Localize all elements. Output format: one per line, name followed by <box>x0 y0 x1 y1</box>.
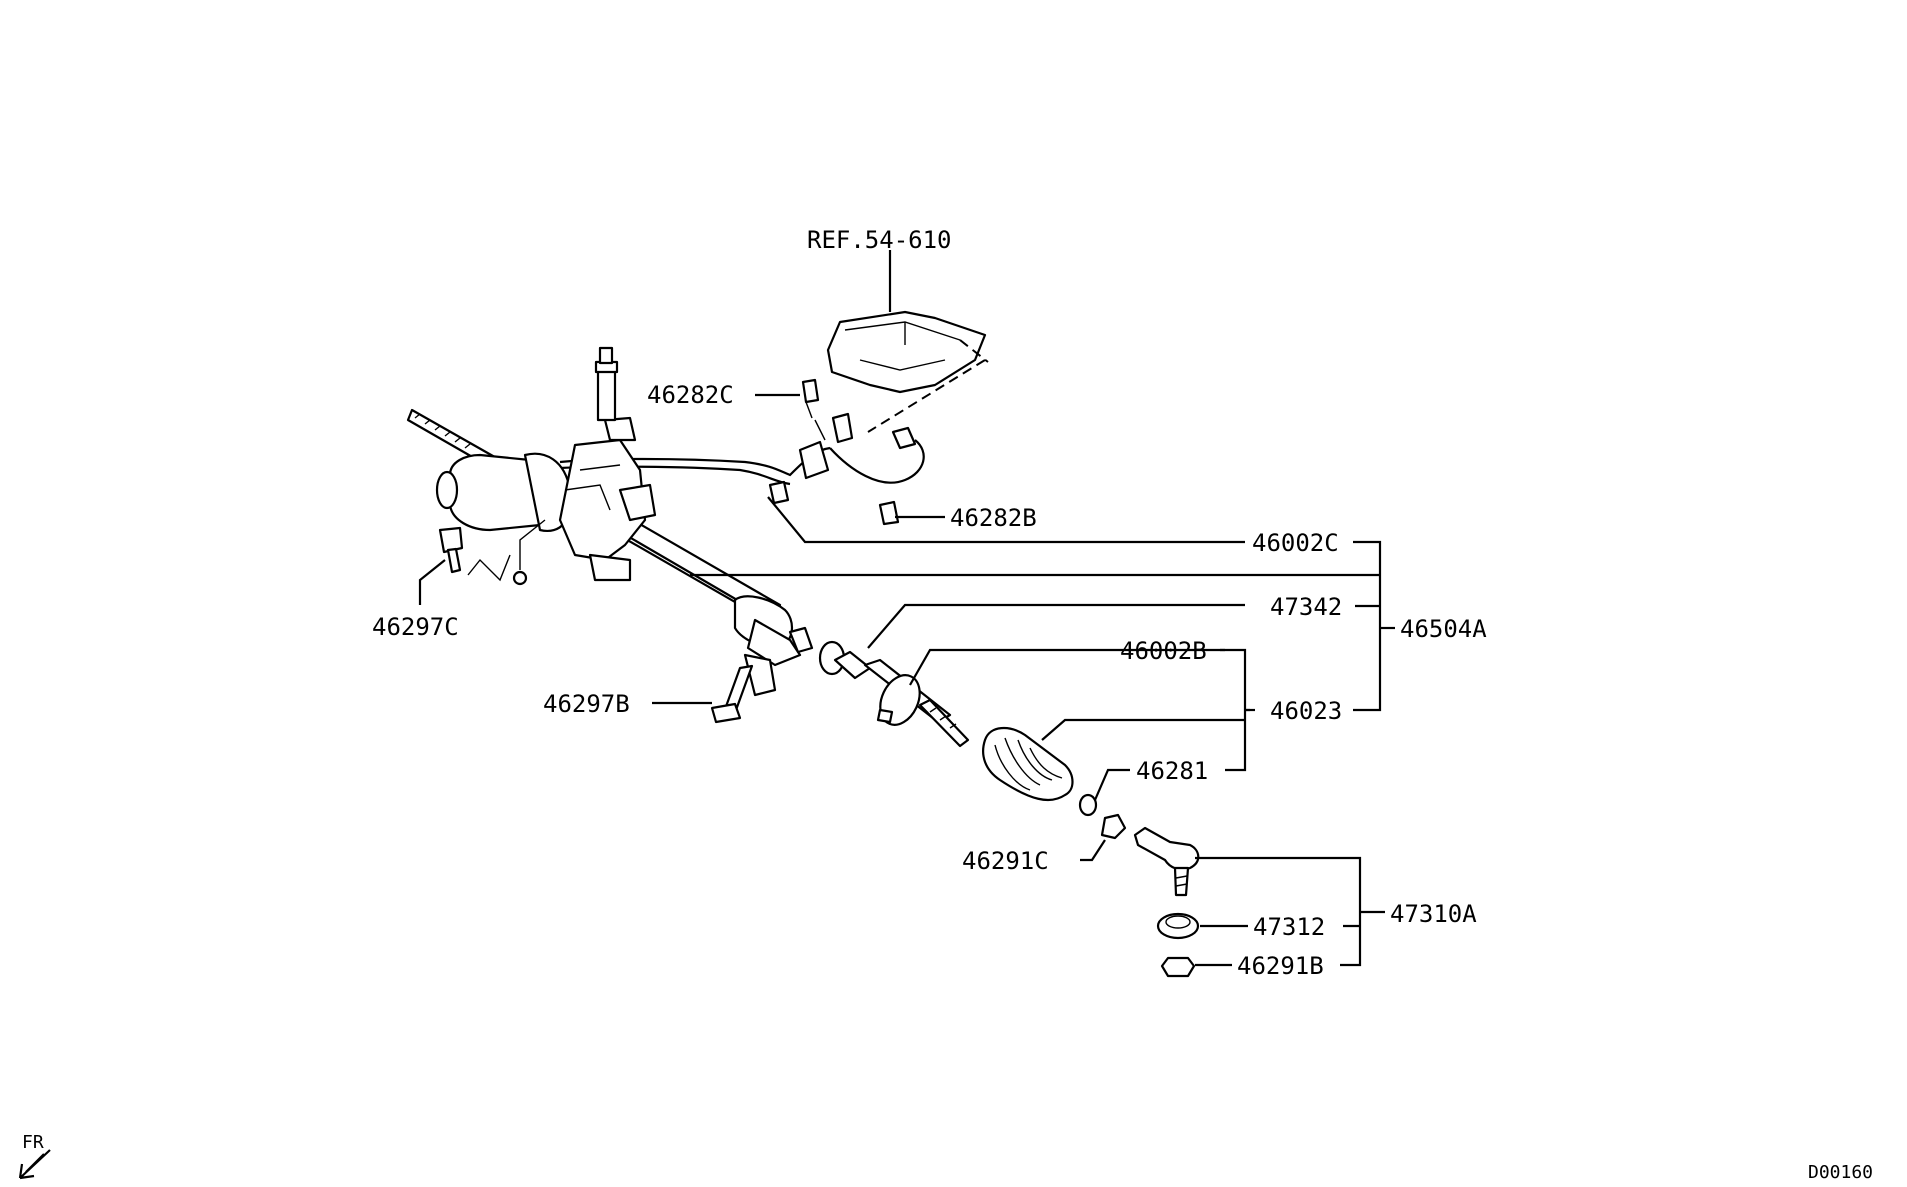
bolt-46297B <box>710 664 754 724</box>
boot-46023 <box>982 727 1074 802</box>
label-ref-54-610: REF.54-610 <box>807 226 952 254</box>
label-46504A: 46504A <box>1400 615 1487 643</box>
label-46297B: 46297B <box>543 690 630 718</box>
label-46282C: 46282C <box>647 381 734 409</box>
bolt-46297C <box>438 526 464 574</box>
label-46282B: 46282B <box>950 504 1037 532</box>
tie-rod-end-47310A <box>1133 826 1200 897</box>
label-46002C: 46002C <box>1252 529 1339 557</box>
label-46023: 46023 <box>1270 697 1342 725</box>
clip-46281 <box>1078 793 1098 817</box>
label-fr: FR <box>22 1132 44 1153</box>
bolt-46297C-dash <box>467 554 511 582</box>
label-46281: 46281 <box>1136 757 1208 785</box>
ecu-reference-part <box>826 310 989 433</box>
label-47342: 47342 <box>1270 593 1342 621</box>
rack-housing <box>598 506 814 697</box>
diagram-code: D00160 <box>1808 1162 1873 1183</box>
leader-lines <box>418 250 1395 967</box>
rack-end-threads <box>918 698 970 748</box>
washer-47312 <box>1156 912 1200 940</box>
wiring-harness <box>559 378 925 526</box>
label-46297C: 46297C <box>372 613 459 641</box>
band-clip-46002B <box>876 674 921 726</box>
label-46291B: 46291B <box>1237 952 1324 980</box>
gear-body-motor <box>406 346 657 586</box>
nut-46291B <box>1160 956 1196 978</box>
front-direction-arrow-icon <box>18 1149 51 1180</box>
label-46002B: 46002B <box>1120 637 1207 665</box>
label-47310A: 47310A <box>1390 900 1477 928</box>
label-47312: 47312 <box>1253 913 1325 941</box>
nut-46291C <box>1100 813 1127 840</box>
label-46291C: 46291C <box>962 847 1049 875</box>
